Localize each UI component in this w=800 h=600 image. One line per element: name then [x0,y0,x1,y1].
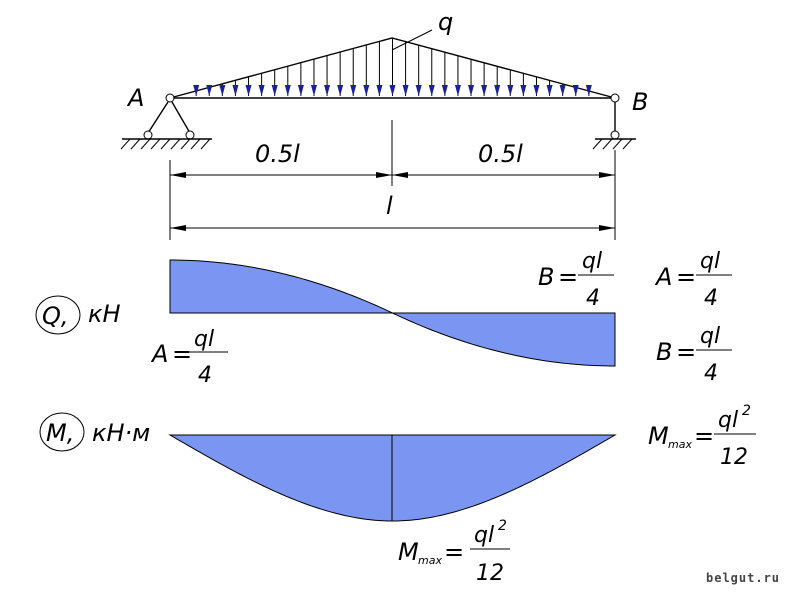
svg-text:B: B [538,263,554,291]
load-arrow [533,76,540,96]
svg-text:2: 2 [498,518,507,534]
svg-text:4: 4 [198,363,212,388]
svg-text:=: = [694,422,714,450]
load-arrow [324,55,331,96]
svg-text:4: 4 [586,286,600,311]
moment-max-side: M max = ql 2 12 [648,403,756,470]
moment-diagram [168,434,617,522]
load-arrow [441,52,448,96]
load-arrow [206,85,213,96]
load-arrow [481,62,488,96]
svg-text:=: = [676,263,696,291]
svg-text:=: = [172,340,192,368]
load-arrow [271,69,278,96]
shear-right-value: B = ql 4 [538,249,614,311]
load-arrow [507,69,514,96]
load-arrow [520,73,527,96]
watermark: belgut.ru [706,571,780,585]
svg-text:=: = [558,263,578,291]
dim-left-half: 0.5l [255,140,300,168]
load-arrow [468,59,475,96]
load-arrow [402,41,409,96]
load-arrow [337,52,344,96]
load-arrow [232,80,239,96]
load-arrow [363,45,370,96]
svg-text:ql: ql [474,523,494,548]
dimension-lines [169,120,616,240]
load-arrow [310,59,317,96]
moment-axis-symbol: M, [46,419,74,447]
svg-text:2: 2 [742,403,751,419]
svg-text:B: B [656,338,672,366]
svg-text:max: max [668,438,692,451]
svg-text:A: A [654,263,672,291]
load-arrow [219,83,226,96]
load-arrow [415,45,422,96]
reaction-b-summary: B = ql 4 [656,324,732,386]
shear-diagram [169,259,616,367]
load-arrow [585,85,592,96]
svg-text:A: A [150,340,168,368]
load-arrow [389,38,396,96]
support-b-label: B [632,88,648,116]
load-arrow [284,66,291,96]
dim-span: l [386,192,393,220]
moment-max-bottom: M max = ql 2 12 [398,518,510,586]
load-arrow [546,80,553,96]
shear-negative-area [392,312,616,367]
svg-text:ql: ql [700,249,720,274]
svg-text:4: 4 [704,361,718,386]
load-arrow [559,83,566,96]
svg-text:=: = [676,338,696,366]
right-roller-support [592,93,636,150]
load-arrow [494,66,501,96]
svg-text:ql: ql [582,249,602,274]
load-arrow [350,48,357,96]
dim-right-half: 0.5l [478,140,523,168]
moment-axis-circle [39,412,85,452]
load-arrow [193,85,200,96]
shear-axis-symbol: Q, [42,302,69,330]
load-arrow [572,85,579,96]
left-pin-support [120,93,212,150]
svg-text:ql: ql [718,408,738,433]
beam-group: q A B [120,8,648,150]
load-arrow [245,76,252,96]
load-label: q [438,8,453,36]
reaction-a-summary: A = ql 4 [654,249,732,311]
load-leader-line [391,29,433,51]
load-arrows [193,38,592,96]
svg-text:M: M [398,538,419,566]
load-arrow [376,41,383,96]
svg-text:12: 12 [476,561,504,586]
shear-positive-area [169,259,393,314]
moment-axis-unit: кН·м [92,419,150,447]
svg-text:ql: ql [194,327,214,352]
load-arrow [454,55,461,96]
shear-axis-circle [35,295,81,335]
svg-text:max: max [418,554,442,567]
svg-text:=: = [444,538,464,566]
load-arrow [258,73,265,96]
svg-text:M: M [648,422,669,450]
load-arrow [428,48,435,96]
svg-text:4: 4 [704,286,718,311]
svg-text:ql: ql [700,324,720,349]
support-a-label: A [126,84,144,112]
shear-left-value: A = ql 4 [150,327,228,388]
svg-text:12: 12 [720,445,748,470]
shear-axis-unit: кН [88,300,121,328]
load-arrow [297,62,304,96]
